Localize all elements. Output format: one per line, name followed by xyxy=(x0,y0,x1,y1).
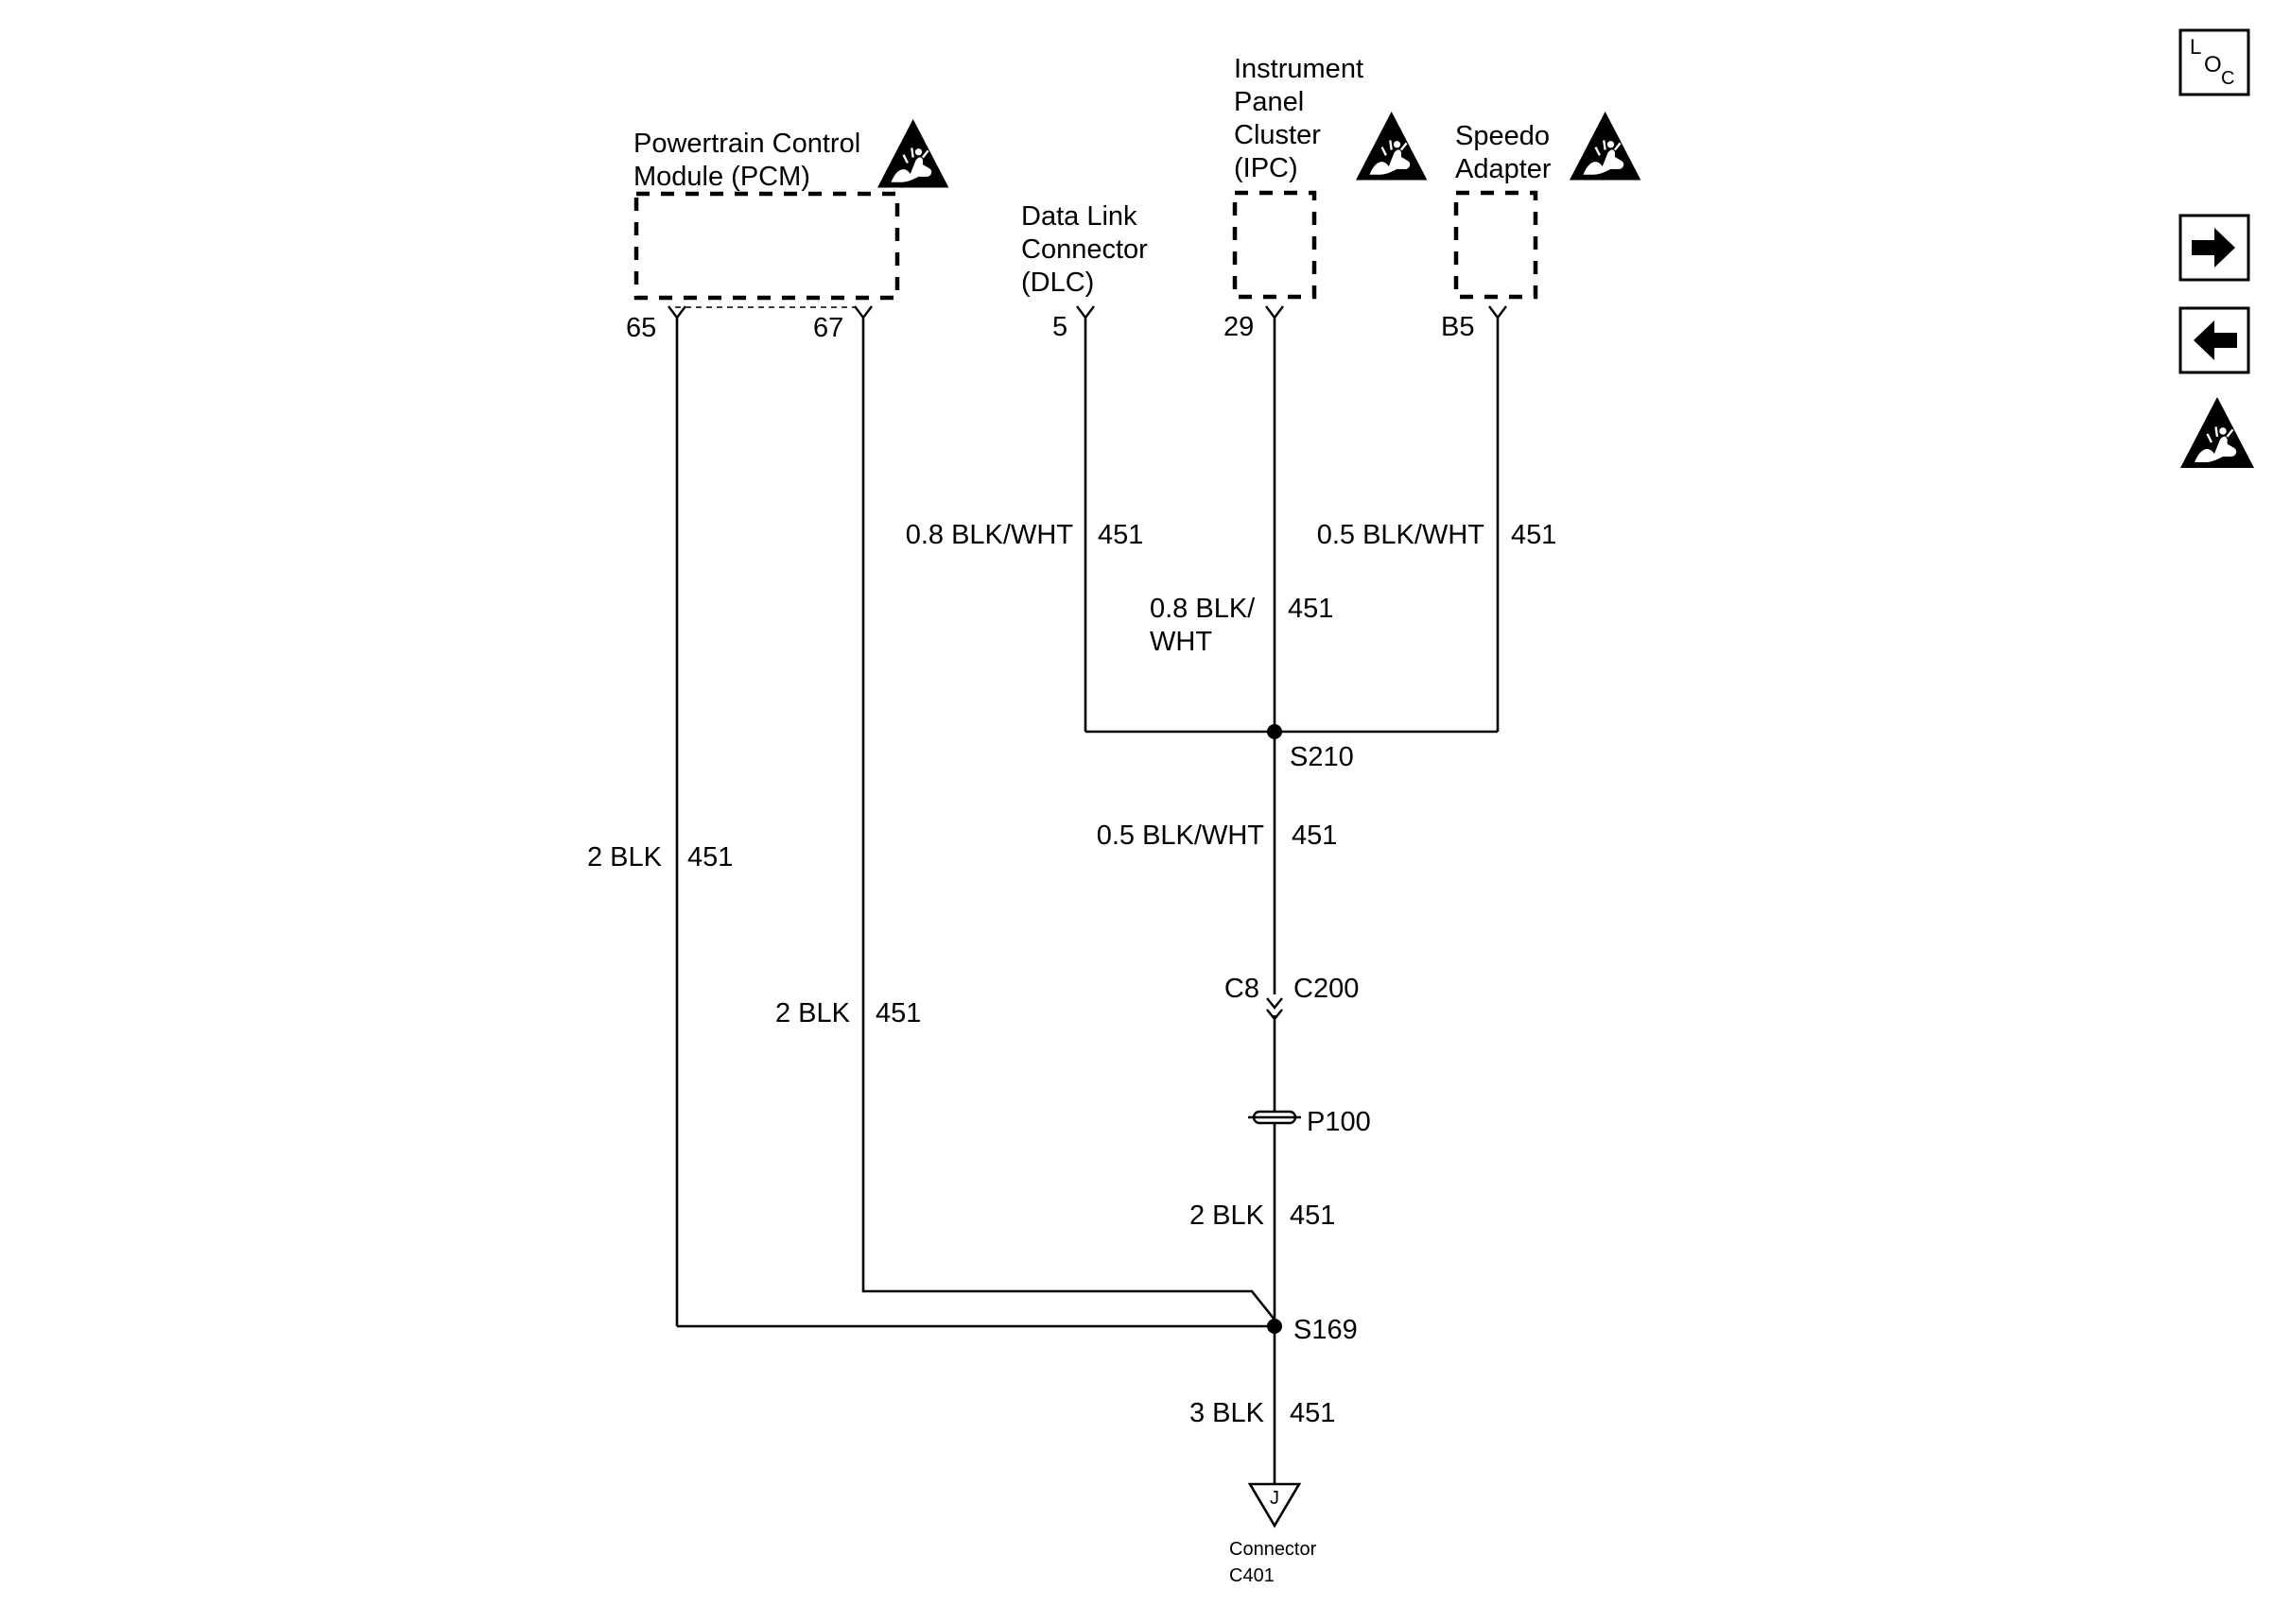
dlc-pin-5: 5 xyxy=(1052,312,1067,342)
dlc-label: Data Link Connector (DLC) xyxy=(1021,201,1155,298)
loc-letter-c: C xyxy=(2221,68,2234,89)
ipc-label: Instrument Panel Cluster (IPC) xyxy=(1234,54,1371,183)
wire-pcm-67 xyxy=(861,318,1276,1321)
c200-pin-label: C8 xyxy=(1224,974,1259,1004)
pcm-esd-icon xyxy=(876,117,950,189)
pcm-67-terminal xyxy=(853,304,874,320)
loc-button[interactable]: L O C xyxy=(2178,28,2250,96)
c200-connector-symbol xyxy=(1266,997,1283,1021)
splice-s169-dot xyxy=(1267,1319,1282,1334)
wire-p100-down-gauge: 2 BLK xyxy=(1189,1201,1265,1231)
arrow-left-icon xyxy=(2194,320,2237,360)
wire-dlc-circuit: 451 xyxy=(1098,520,1143,550)
ipc-box xyxy=(1232,190,1317,300)
wire-pcm65-gauge: 2 BLK xyxy=(587,842,663,872)
pcm-pin-67: 67 xyxy=(813,313,843,343)
wire-speedo-circuit: 451 xyxy=(1511,520,1556,550)
ground-symbol xyxy=(1247,1482,1302,1529)
wire-s169-down-gauge: 3 BLK xyxy=(1189,1398,1265,1428)
wire-p100-down-circuit: 451 xyxy=(1290,1201,1335,1231)
wire-pcm65-circuit: 451 xyxy=(687,842,733,872)
wire-dlc-gauge: 0.8 BLK/WHT xyxy=(906,520,1074,550)
splice-s210-dot xyxy=(1267,724,1282,739)
p100-label: P100 xyxy=(1307,1107,1371,1137)
p100-passthrough-symbol xyxy=(1248,1110,1301,1125)
wire-s210-down-circuit: 451 xyxy=(1292,821,1337,851)
ground-connector-label: Connector C401 xyxy=(1229,1539,1322,1586)
pcm-label: Powertrain Control Module (PCM) xyxy=(633,129,868,192)
pcm-pin-65: 65 xyxy=(626,313,656,343)
dlc-terminal xyxy=(1075,304,1096,320)
ipc-esd-icon xyxy=(1354,110,1429,181)
speedo-label: Speedo Adapter xyxy=(1455,121,1557,184)
pcm-box xyxy=(633,191,900,301)
wire-ipc-circuit: 451 xyxy=(1288,594,1333,624)
wire-s210-down-gauge: 0.5 BLK/WHT xyxy=(1097,821,1265,851)
ipc-terminal xyxy=(1264,304,1285,320)
ground-letter: J xyxy=(1270,1488,1279,1509)
esd-warning-icon[interactable] xyxy=(2178,395,2256,470)
wire-speedo-gauge: 0.5 BLK/WHT xyxy=(1317,520,1485,550)
c200-name-label: C200 xyxy=(1293,974,1359,1004)
ipc-pin-29: 29 xyxy=(1223,312,1254,342)
wire-s169-down-circuit: 451 xyxy=(1290,1398,1335,1428)
splice-s169-label: S169 xyxy=(1293,1315,1358,1345)
next-button[interactable] xyxy=(2178,214,2250,282)
splice-s210-label: S210 xyxy=(1290,742,1354,772)
speedo-terminal xyxy=(1487,304,1508,320)
speedo-pin-b5: B5 xyxy=(1441,312,1474,342)
wire-ipc-gauge: 0.8 BLK/ WHT xyxy=(1150,594,1262,657)
loc-letter-l: L xyxy=(2190,35,2201,59)
speedo-esd-icon xyxy=(1568,110,1642,181)
loc-letter-o: O xyxy=(2204,52,2222,78)
wire-pcm67-circuit: 451 xyxy=(876,998,921,1028)
arrow-right-icon xyxy=(2192,228,2235,268)
wire-pcm67-gauge: 2 BLK xyxy=(775,998,851,1028)
prev-button[interactable] xyxy=(2178,306,2250,374)
speedo-box xyxy=(1453,190,1538,300)
